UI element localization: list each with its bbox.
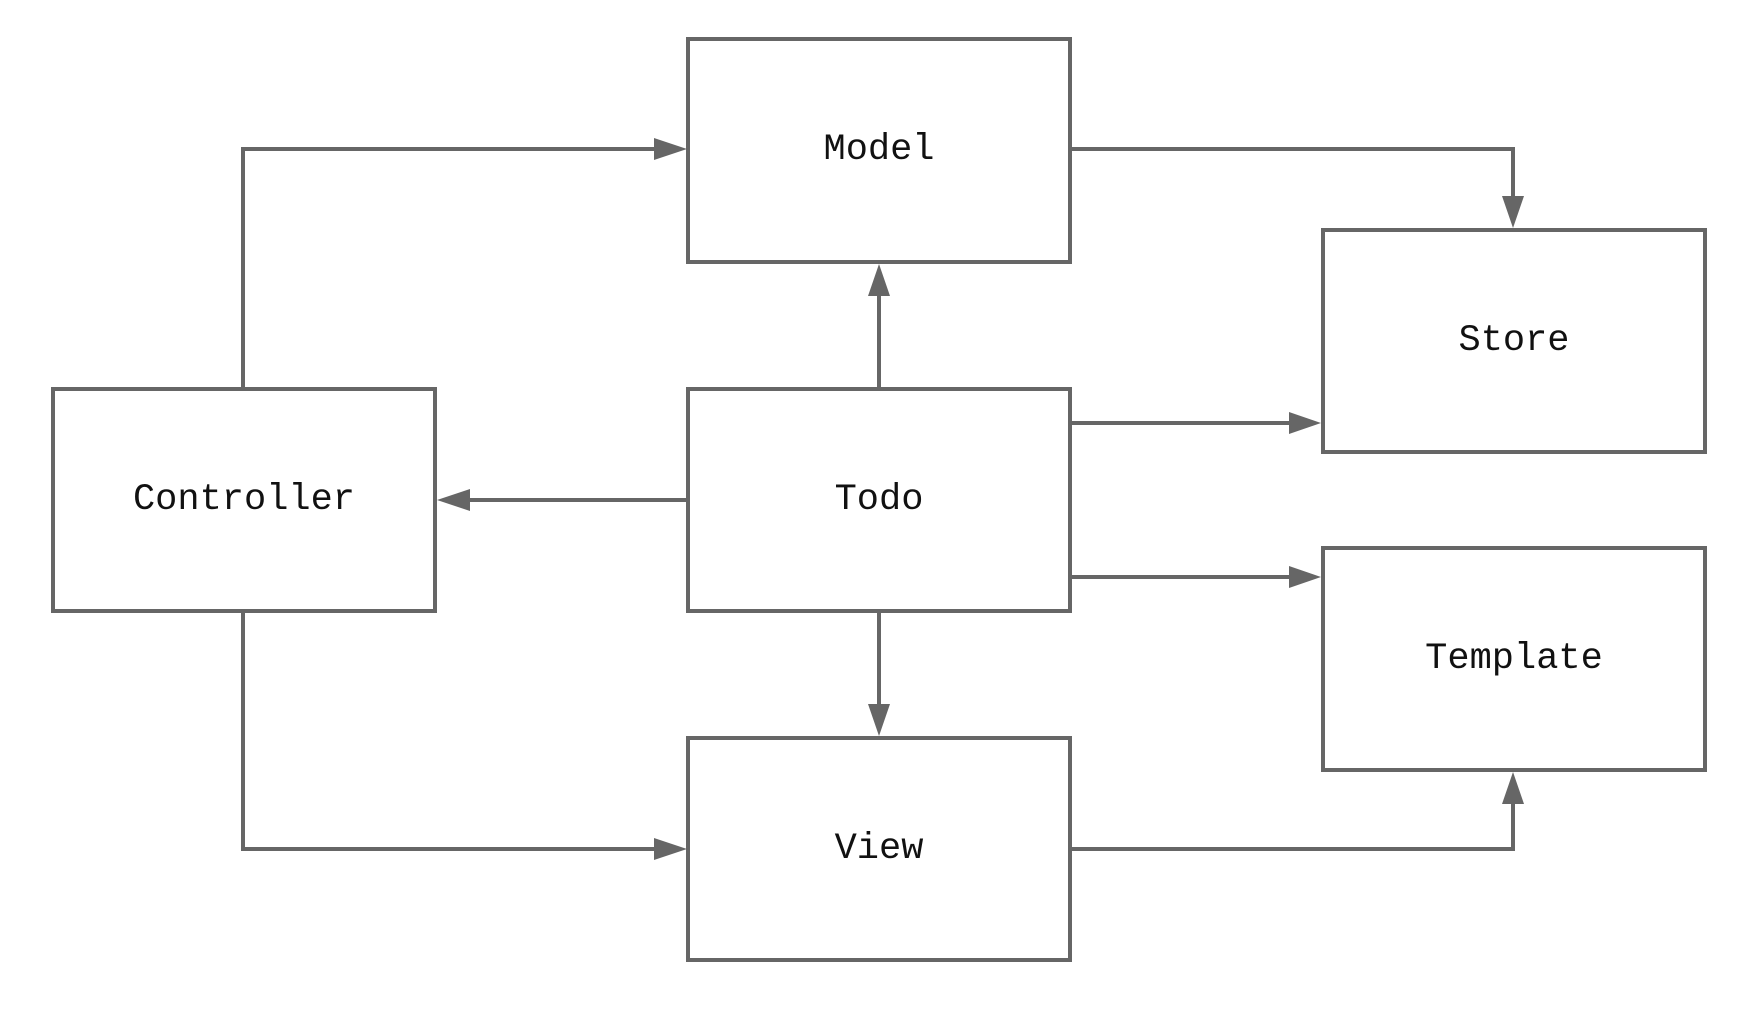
- node-controller-label: Controller: [133, 479, 355, 521]
- node-model-label: Model: [823, 129, 934, 171]
- edge-controller-model: [241, 147, 654, 389]
- node-controller: Controller: [51, 387, 437, 613]
- arrowhead-todo-model: [868, 264, 890, 296]
- node-template: Template: [1321, 546, 1707, 772]
- node-store: Store: [1321, 228, 1707, 454]
- edges: [241, 138, 1524, 860]
- arrowhead-todo-template: [1289, 566, 1321, 588]
- arrowhead-view-template: [1502, 772, 1524, 804]
- arrowhead-todo-controller: [437, 489, 470, 511]
- arrowhead-model-store: [1502, 196, 1524, 228]
- arrowhead-controller-view: [654, 838, 687, 860]
- edge-model-store: [1070, 147, 1515, 196]
- node-template-label: Template: [1425, 638, 1603, 680]
- node-model: Model: [686, 37, 1072, 264]
- arrowhead-todo-store: [1289, 412, 1321, 434]
- arrowhead-todo-view: [868, 704, 890, 736]
- node-view-label: View: [835, 828, 924, 870]
- node-view: View: [686, 736, 1072, 962]
- node-todo-label: Todo: [835, 479, 924, 521]
- arrowhead-controller-model: [654, 138, 687, 160]
- edge-view-template: [1070, 804, 1515, 851]
- node-todo: Todo: [686, 387, 1072, 613]
- node-store-label: Store: [1458, 320, 1569, 362]
- edge-controller-view: [241, 611, 654, 851]
